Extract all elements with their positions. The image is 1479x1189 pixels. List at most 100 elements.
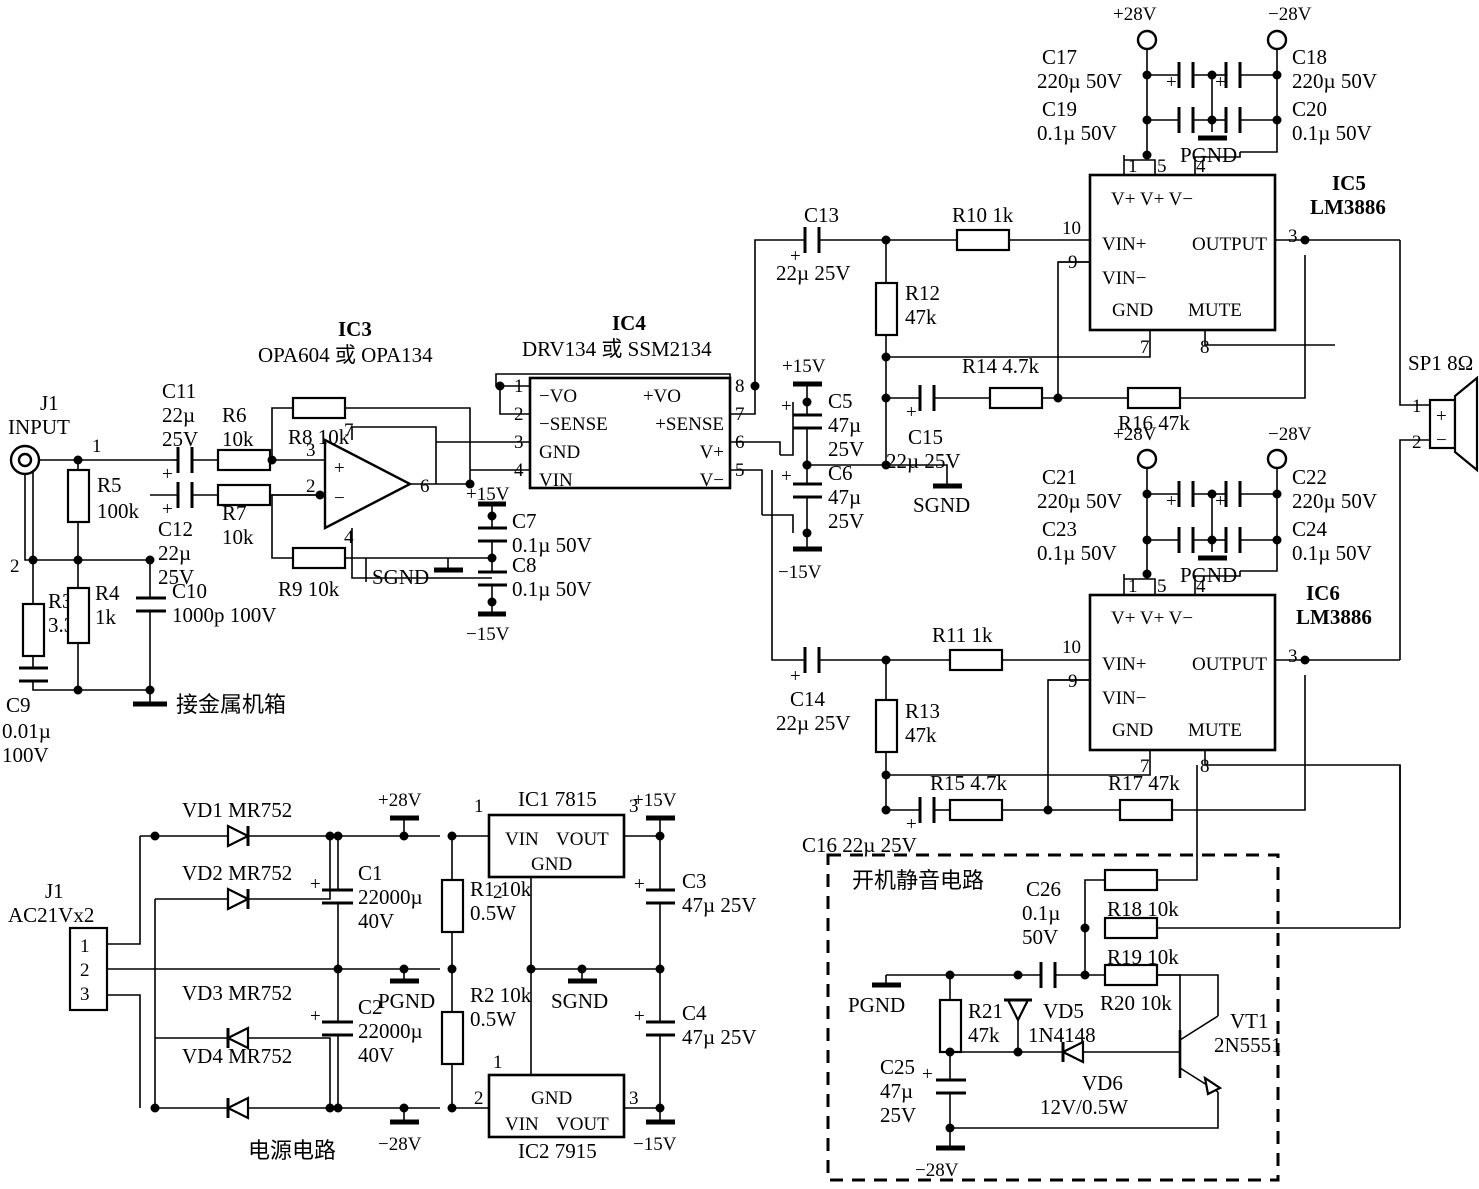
- c20-ref: C20: [1292, 97, 1327, 121]
- ic1-vout: VOUT: [556, 829, 609, 850]
- c11-value: 22µ: [162, 403, 195, 427]
- c24-ref: C24: [1292, 517, 1328, 541]
- c10-ref: C10: [172, 579, 207, 603]
- ic6-pin10: 10: [1062, 637, 1081, 658]
- vd3-label: VD3 MR752: [182, 981, 292, 1005]
- input-connector-j1: J1 INPUT 1 2: [8, 391, 102, 577]
- ic4-label-vo-pos: +VO: [643, 386, 681, 407]
- ic4-ref: IC4: [612, 311, 646, 335]
- c22-polarity: +: [1215, 491, 1226, 512]
- c18-ref: C18: [1292, 45, 1327, 69]
- j1-label: J1: [40, 391, 59, 415]
- c5-volt: 25V: [828, 437, 864, 461]
- r4-value: 1k: [95, 605, 117, 629]
- ic3-pin4: 4: [344, 527, 354, 548]
- ps-pgnd: PGND: [378, 989, 435, 1013]
- vt1-ref: VT1: [1230, 1009, 1269, 1033]
- c8-value: 0.1µ 50V: [512, 577, 592, 601]
- chassis-ground: 接金属机箱: [133, 690, 286, 718]
- ic6-pin3: 3: [1288, 646, 1298, 667]
- c1-value: 22000µ: [358, 885, 423, 909]
- ic3-sgnd-label: SGND: [372, 565, 429, 589]
- c21-polarity: +: [1166, 491, 1177, 512]
- c15-polarity: +: [906, 402, 917, 423]
- c23-value: 0.1µ 50V: [1037, 541, 1117, 565]
- c6-value: 47µ: [828, 485, 861, 509]
- regulator-ic1: IC1 7815 VIN VOUT GND 1 2 3: [452, 787, 660, 969]
- ic4-part: DRV134 或 SSM2134: [522, 337, 712, 361]
- r6-ref: R6: [222, 403, 247, 427]
- r4-ref: R4: [95, 581, 120, 605]
- r12-value: 47k: [905, 305, 937, 329]
- c25-ref: C25: [880, 1055, 915, 1079]
- ic5-rail-pos: +28V: [1113, 4, 1157, 25]
- ps-j1-pin2: 2: [80, 960, 90, 981]
- c26-ref: C26: [1026, 877, 1061, 901]
- ic6-rail-pos: +28V: [1113, 424, 1157, 445]
- r1-power: 0.5W: [470, 901, 516, 925]
- c15-value: 22µ 25V: [886, 449, 961, 473]
- main-sgnd: SGND: [807, 464, 970, 517]
- c12-volt: 25V: [158, 565, 194, 589]
- ic1-pin1: 1: [474, 796, 484, 817]
- ic3-pin3: 3: [306, 440, 316, 461]
- ic6-output: OUTPUT: [1192, 654, 1267, 675]
- rectifier-bridge: VD1 MR752 VD2 MR752 VD3 MR752 VD4 MR752: [140, 798, 440, 1120]
- ic5-part: LM3886: [1310, 195, 1386, 219]
- coupling-c13: + C13 22µ 25V: [754, 203, 886, 386]
- resistor-r5: R5 100k: [66, 468, 140, 560]
- ic5-pin1: 1: [1128, 156, 1138, 177]
- ic4-label-vplus: V+: [700, 442, 724, 463]
- sgnd-label-main: SGND: [913, 493, 970, 517]
- ic4-decoupling: +15V + C5 47µ 25V + C6 47µ 25V −15V: [762, 356, 864, 583]
- c18-polarity: +: [1215, 72, 1226, 93]
- sp1-ref: SP1 8Ω: [1408, 351, 1473, 375]
- ps-rail-neg28: −28V: [378, 1134, 422, 1155]
- resistor-r4: R4 1k: [66, 560, 120, 690]
- c24-value: 0.1µ 50V: [1292, 541, 1372, 565]
- c13-value: 22µ 25V: [776, 261, 851, 285]
- resistor-r13: R13 47k: [874, 660, 940, 810]
- ps-rail-pos28: +28V: [378, 790, 422, 811]
- c1-volt: 40V: [358, 909, 394, 933]
- resistor-r8: R8 10k: [271, 396, 471, 484]
- c4-value: 47µ 25V: [682, 1025, 757, 1049]
- c13-ref: C13: [804, 203, 839, 227]
- ic2-vout: VOUT: [556, 1114, 609, 1135]
- c18-value: 220µ 50V: [1292, 69, 1377, 93]
- vd5-ref: VD5: [1043, 999, 1084, 1023]
- ic5-top-rail-labels: V+ V+ V−: [1111, 189, 1193, 210]
- ic5-vin-pos: VIN+: [1102, 234, 1147, 255]
- ic4-rail-neg: −15V: [778, 562, 822, 583]
- sp1-pin1: 1: [1412, 396, 1422, 417]
- r21-value: 47k: [968, 1023, 1000, 1047]
- ic5-supply-decoupling: +28V −28V C17 220µ 50V + C18 220µ 50V + …: [1037, 4, 1377, 167]
- c7-value: 0.1µ 50V: [512, 533, 592, 557]
- ic1-vin: VIN: [505, 829, 539, 850]
- r11-label: R11 1k: [932, 623, 993, 647]
- resistor-r3: R3 3.3: [21, 589, 74, 658]
- c16-polarity: +: [906, 814, 917, 835]
- c3-ref: C3: [682, 869, 707, 893]
- r5-value: 100k: [97, 499, 140, 523]
- ic2-ref: IC2 7915: [518, 1139, 597, 1163]
- ic3-pin7: 7: [344, 420, 354, 441]
- ps-j1-pin1: 1: [80, 936, 90, 957]
- vt1-part: 2N5551: [1214, 1033, 1282, 1057]
- regulator-ic2: IC2 7915 GND VIN VOUT 1 2 3: [452, 964, 660, 1163]
- c8-ref: C8: [512, 553, 537, 577]
- resistor-r12: R12 47k: [874, 240, 940, 465]
- ic3-pin2: 2: [306, 476, 316, 497]
- ic5-pgnd: PGND: [1180, 143, 1237, 167]
- ic5-output: OUTPUT: [1192, 234, 1267, 255]
- r14-label: R14 4.7k: [962, 354, 1040, 378]
- ic6-ref: IC6: [1306, 581, 1340, 605]
- capacitor-c9: C9 0.01µ 100V: [2, 656, 150, 767]
- r6-value: 10k: [222, 427, 254, 451]
- psu-rail-neg15: −15V: [633, 1134, 677, 1155]
- r1-ref: R1 10k: [470, 877, 532, 901]
- ic2-pin3: 3: [629, 1088, 639, 1109]
- c17-ref: C17: [1042, 45, 1077, 69]
